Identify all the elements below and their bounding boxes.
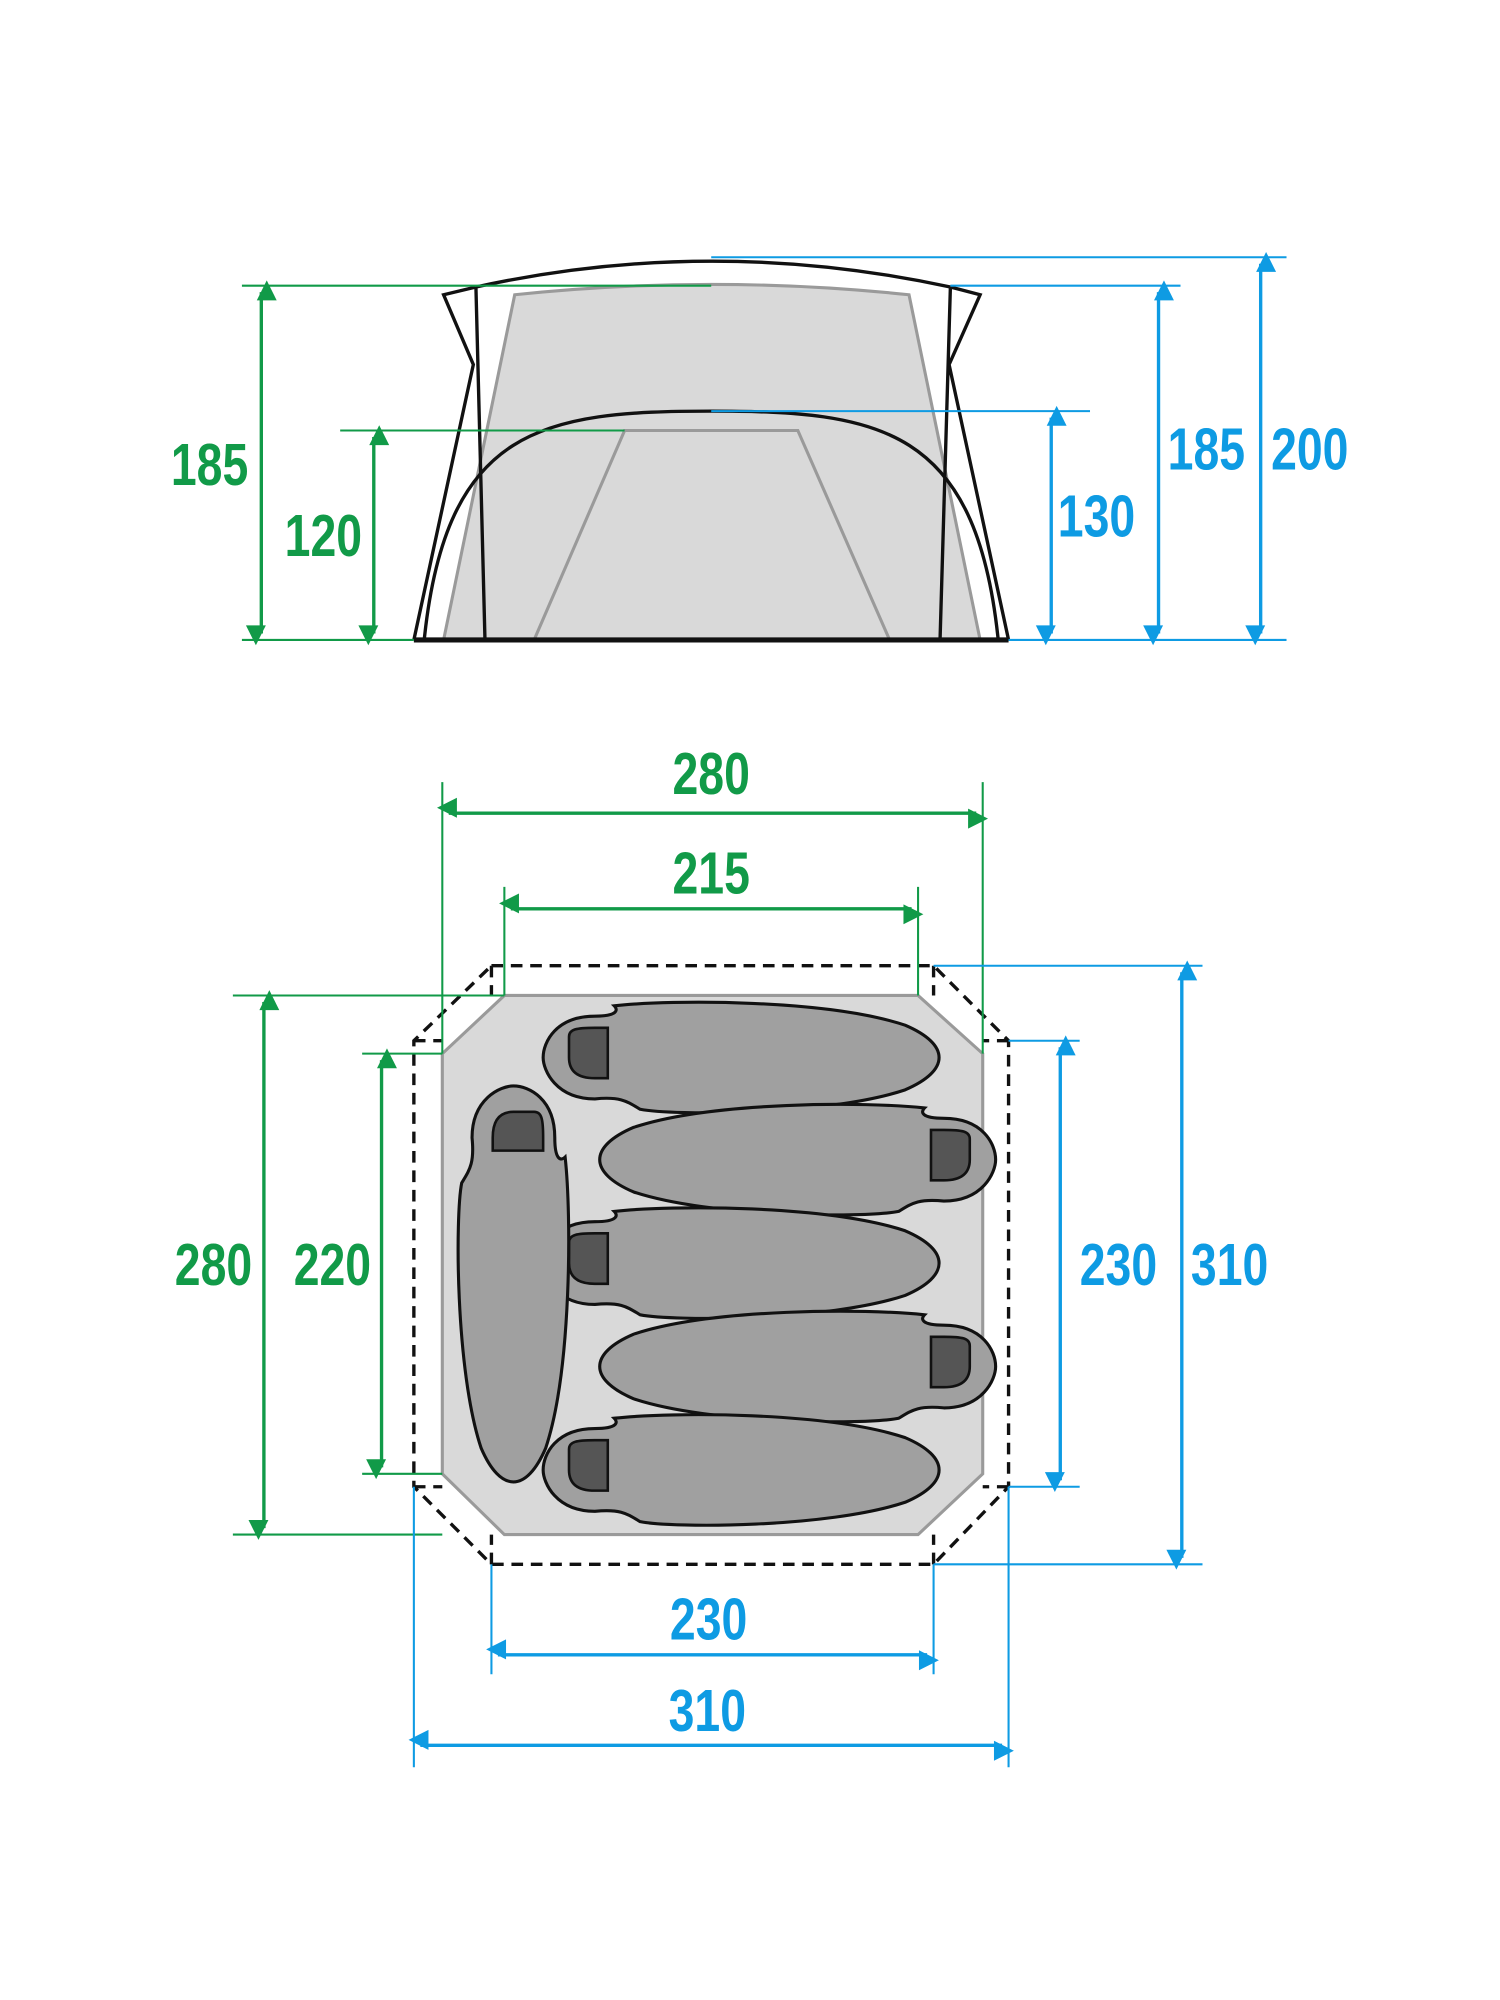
label-outer-depth-left: 280: [175, 1233, 252, 1299]
fly-left: [412, 285, 487, 641]
label-total-height: 200: [1271, 417, 1348, 483]
label-height-left: 185: [171, 432, 248, 498]
label-door-height-inner: 120: [285, 504, 362, 570]
sleeping-bag: [541, 1413, 941, 1527]
label-inner-width-bottom: 230: [670, 1587, 747, 1653]
label-height-right: 185: [1168, 417, 1245, 483]
label-inner-depth-left: 220: [294, 1233, 371, 1299]
fly-right: [938, 285, 1011, 641]
sleeping-bag: [598, 1309, 998, 1424]
label-outer-width-top: 280: [673, 741, 750, 807]
sleeping-bag-vertical: [456, 1084, 571, 1484]
sleeping-bag: [598, 1102, 998, 1217]
door-outline: [532, 428, 892, 641]
label-inner-width-top: 215: [673, 841, 750, 907]
fly-roof: [475, 259, 951, 289]
inner-tent: [441, 282, 983, 642]
side-view: 185 120 130 185 200: [171, 251, 1348, 646]
label-outer-depth-right: 310: [1191, 1233, 1268, 1299]
label-inner-depth-right: 230: [1080, 1233, 1157, 1299]
label-door-height-outer: 130: [1058, 484, 1135, 550]
sleeping-bag: [541, 1000, 941, 1115]
sleeping-bag: [541, 1206, 941, 1320]
label-outer-width-bottom: 310: [669, 1679, 746, 1745]
floor-plan: 280 215 280 220 230 310 230 310: [175, 741, 1268, 1768]
